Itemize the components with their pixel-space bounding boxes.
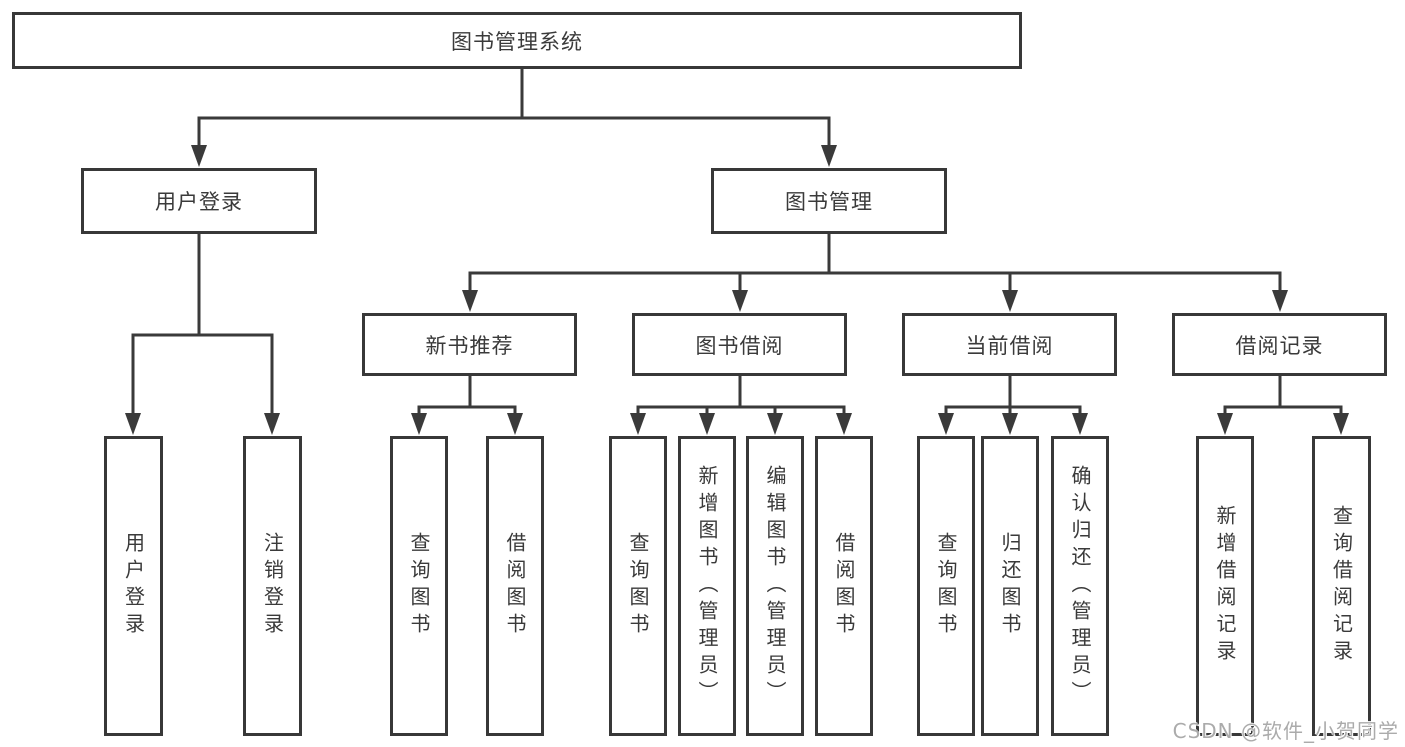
leaf-logout: 注销登录	[243, 436, 302, 736]
leaf-add-book-admin: 新增图书（管理员）	[678, 436, 736, 736]
leaf-user-login: 用户登录	[104, 436, 163, 736]
arrowheads	[125, 145, 1349, 435]
leaf-query-borrow-record: 查询借阅记录	[1312, 436, 1371, 736]
node-new-book-recommend: 新书推荐	[362, 313, 577, 376]
node-user-login: 用户登录	[81, 168, 317, 234]
node-root: 图书管理系统	[12, 12, 1022, 69]
leaf-query-books-recommend: 查询图书	[390, 436, 448, 736]
leaf-return-book: 归还图书	[981, 436, 1039, 736]
watermark: CSDN @软件_小贺同学	[1172, 719, 1399, 743]
leaf-query-books-current: 查询图书	[917, 436, 975, 736]
node-current-borrow-label: 当前借阅	[965, 333, 1054, 358]
node-user-login-label: 用户登录	[155, 190, 243, 214]
node-borrow-records-label: 借阅记录	[1235, 333, 1324, 358]
node-borrow-records: 借阅记录	[1172, 313, 1387, 376]
leaf-query-books-borrow: 查询图书	[609, 436, 667, 736]
leaf-borrow-books-borrow: 借阅图书	[815, 436, 873, 736]
node-book-management: 图书管理	[711, 168, 947, 234]
leaf-confirm-return-admin: 确认归还（管理员）	[1051, 436, 1109, 736]
node-book-borrow-label: 图书借阅	[695, 333, 784, 358]
leaf-borrow-books-recommend: 借阅图书	[486, 436, 544, 736]
leaf-add-borrow-record: 新增借阅记录	[1196, 436, 1254, 736]
node-new-book-recommend-label: 新书推荐	[425, 333, 514, 358]
node-current-borrow: 当前借阅	[902, 313, 1117, 376]
leaf-edit-book-admin: 编辑图书（管理员）	[746, 436, 804, 736]
node-book-management-label: 图书管理	[785, 190, 873, 214]
node-book-borrow: 图书借阅	[632, 313, 847, 376]
node-root-label: 图书管理系统	[451, 29, 583, 54]
